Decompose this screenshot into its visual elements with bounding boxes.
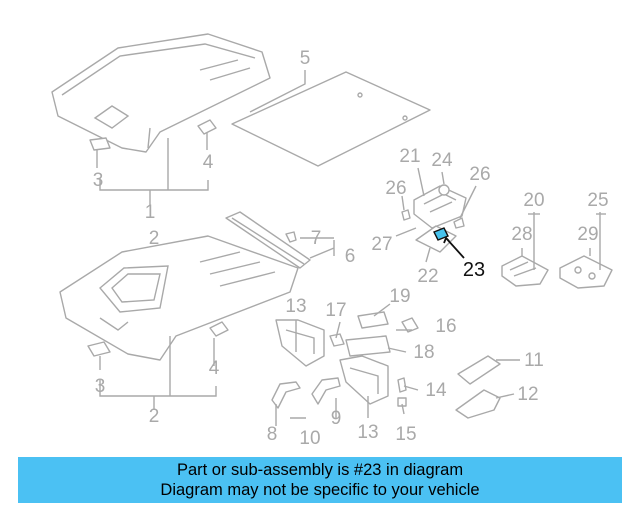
callout-14: 14 [425, 380, 447, 401]
mirror-cover-part [357, 311, 389, 329]
callout-10: 10 [299, 428, 320, 449]
roof-rail-part [225, 211, 311, 269]
info-banner: Part or sub-assembly is #23 in diagram D… [18, 457, 622, 503]
headliner-sunroof-part [59, 235, 299, 361]
callout-24: 24 [431, 150, 453, 171]
callout-23-highlighted: 23 [463, 259, 485, 281]
visor-holder-part [401, 317, 419, 333]
callout-7: 7 [311, 228, 322, 249]
callout-2-bottom: 2 [149, 406, 160, 427]
headliner-part [51, 33, 271, 153]
callout-26: 26 [385, 178, 406, 199]
banner-line-1: Part or sub-assembly is #23 in diagram [176, 461, 464, 479]
callout-4: 4 [209, 358, 220, 379]
callout-18: 18 [413, 342, 434, 363]
callout-26: 26 [469, 164, 490, 185]
map-light-part [559, 255, 613, 289]
sun-visor-pad-part [89, 137, 111, 151]
sunroof-panel-part [231, 71, 431, 167]
assist-grip-part [271, 381, 301, 409]
callout-17: 17 [325, 300, 346, 321]
sun-visor-part [275, 319, 325, 367]
clip-part [285, 231, 297, 243]
banner-line-2: Diagram may not be specific to your vehi… [160, 481, 480, 499]
callout-16: 16 [435, 316, 456, 337]
map-light-part [501, 255, 549, 287]
callout-1: 1 [145, 202, 156, 223]
callout-15: 15 [395, 424, 416, 445]
sun-visor-pad-part [87, 341, 111, 357]
callout-29: 29 [577, 224, 598, 245]
vanity-mirror-part [345, 335, 391, 357]
highlighted-part-23 [433, 227, 449, 241]
parts-diagram: 3 4 1 5 2 7 6 3 4 2 13 17 19 16 18 11 14… [51, 33, 613, 449]
callout-11: 11 [524, 350, 544, 371]
dome-light-pad-part [197, 119, 217, 135]
callout-6: 6 [345, 246, 356, 267]
callout-21: 21 [399, 146, 420, 167]
callout-25: 25 [587, 190, 608, 211]
screw-part [397, 397, 407, 407]
callout-13: 13 [285, 296, 306, 317]
bracket-part [457, 355, 501, 385]
callout-22: 22 [417, 266, 438, 287]
dome-light-pad-part [209, 321, 229, 337]
callout-19: 19 [389, 286, 410, 307]
callout-20: 20 [523, 190, 544, 211]
callout-13: 13 [357, 422, 378, 443]
callout-12: 12 [517, 384, 538, 405]
callout-9: 9 [331, 408, 342, 429]
overhead-console-part [401, 184, 467, 253]
bracket-part [455, 389, 501, 419]
callout-8: 8 [267, 424, 278, 445]
callout-28: 28 [511, 224, 532, 245]
callout-3: 3 [93, 170, 104, 191]
callout-27: 27 [371, 234, 392, 255]
sun-visor-part [339, 355, 389, 405]
callout-5: 5 [300, 48, 311, 69]
visor-hook-part [397, 377, 407, 393]
callout-3: 3 [95, 376, 106, 397]
callout-2: 2 [149, 228, 160, 249]
assist-grip-part [311, 377, 341, 405]
callout-4: 4 [203, 152, 214, 173]
